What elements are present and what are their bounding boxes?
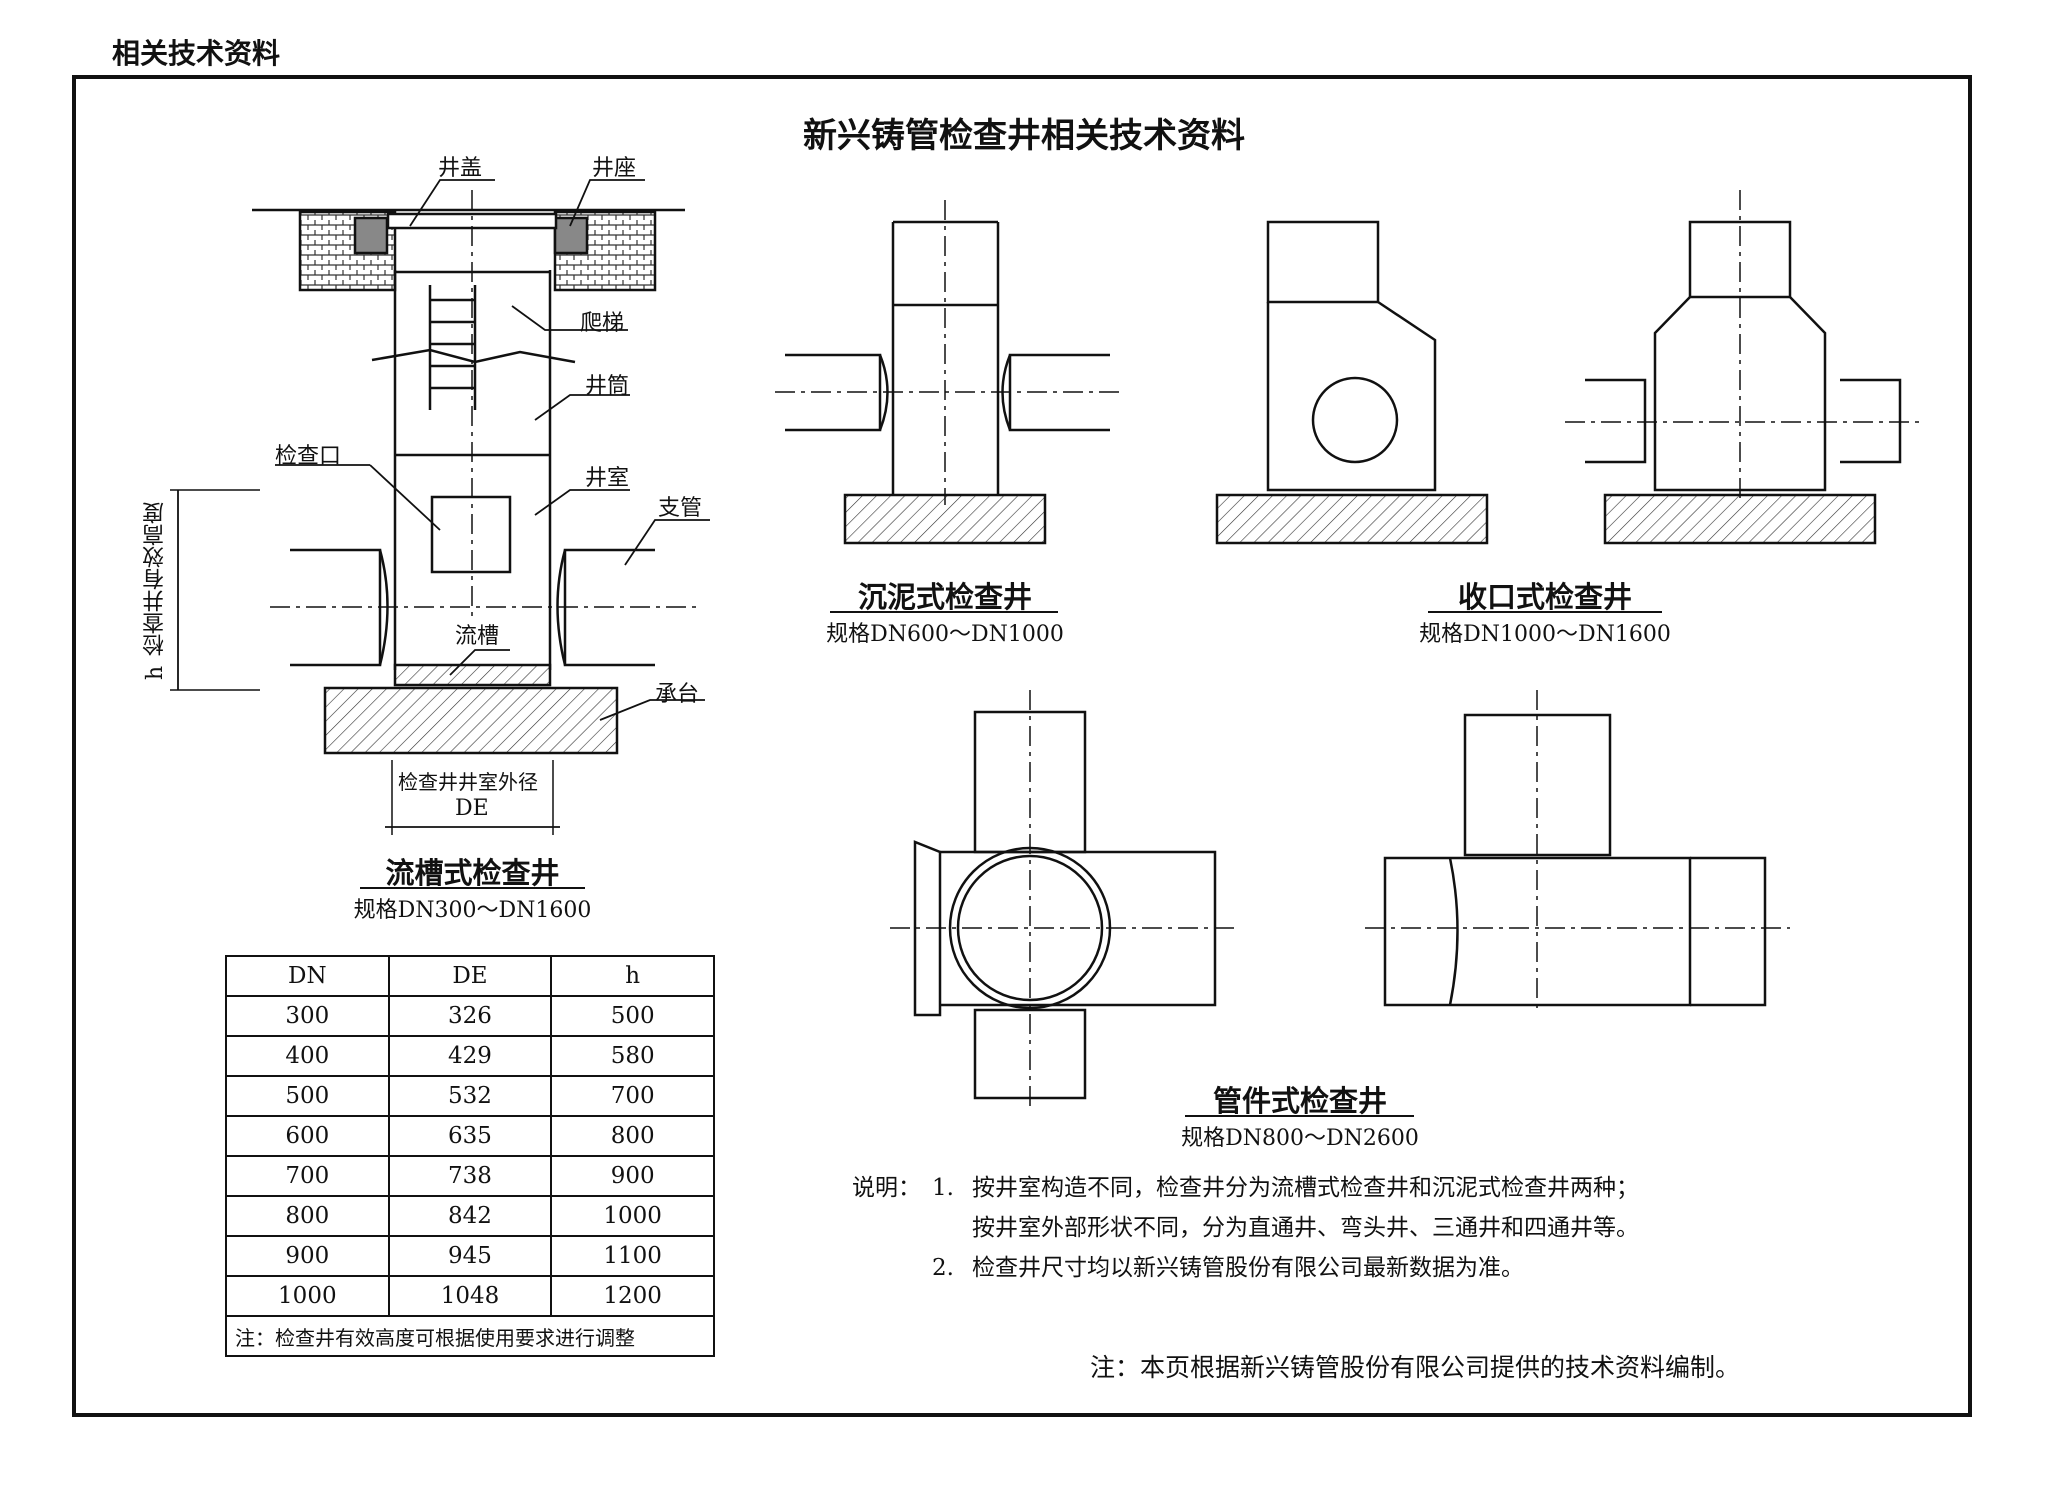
- page-title: 新兴铸管检查井相关技术资料: [803, 116, 1245, 156]
- height-desc: 检查井有效高度: [143, 501, 168, 656]
- cell: 500: [225, 1075, 390, 1117]
- cell: 842: [387, 1195, 553, 1237]
- cell: 700: [550, 1075, 715, 1117]
- spec-sediment: 规格DN600～DN1000: [826, 622, 1064, 647]
- cell: 900: [550, 1155, 715, 1197]
- section-label: 相关技术资料: [112, 37, 281, 70]
- label-branch-pipe: 支管: [658, 496, 703, 521]
- label-cover: 井盖: [438, 156, 483, 181]
- caption-sediment: 沉泥式检查井: [857, 580, 1032, 614]
- label-outer-dia-desc: 检查井井室外径: [398, 770, 538, 794]
- spec-fitting: 规格DN800～DN2600: [1181, 1126, 1419, 1151]
- label-channel: 流槽: [455, 624, 500, 649]
- height-symbol: h: [143, 665, 168, 680]
- cell: 500: [550, 995, 715, 1037]
- cell: 945: [387, 1235, 553, 1277]
- note-2-line-1: 检查井尺寸均以新兴铸管股份有限公司最新数据为准。: [972, 1255, 1524, 1281]
- caption-flow-channel: 流槽式检查井: [385, 856, 560, 890]
- label-chamber: 井室: [585, 466, 630, 491]
- col-dn: DN: [225, 955, 390, 997]
- cell: 1200: [550, 1275, 715, 1317]
- cell: 429: [387, 1035, 553, 1077]
- label-shaft: 井筒: [585, 374, 630, 399]
- cell: 800: [550, 1115, 715, 1157]
- spec-flow-channel: 规格DN300～DN1600: [353, 898, 592, 923]
- cell: 635: [387, 1115, 553, 1157]
- note-1-line-1: 按井室构造不同，检查井分为流槽式检查井和沉泥式检查井两种；: [972, 1175, 1639, 1201]
- label-base: 承台: [655, 682, 700, 707]
- cell: 1000: [550, 1195, 715, 1237]
- label-seat: 井座: [592, 156, 637, 181]
- cell: 1048: [387, 1275, 553, 1317]
- note-2-num: 2.: [932, 1255, 954, 1281]
- note-1-line-2: 按井室外部形状不同，分为直通井、弯头井、三通井和四通井等。: [972, 1215, 1639, 1241]
- cell: 326: [387, 995, 553, 1037]
- fitting-manhole-drawing-a: [890, 690, 1240, 1110]
- footnote: 注：本页根据新兴铸管股份有限公司提供的技术资料编制。: [1090, 1353, 1741, 1382]
- col-de: DE: [387, 955, 553, 997]
- cell: 300: [225, 995, 390, 1037]
- cell: 800: [225, 1195, 390, 1237]
- label-outer-dia-symbol: DE: [455, 796, 489, 821]
- explanation-notes: 说明： 1. 按井室构造不同，检查井分为流槽式检查井和沉泥式检查井两种； 按井室…: [852, 1168, 1639, 1288]
- caption-fitting: 管件式检查井: [1212, 1084, 1387, 1118]
- flow-channel-manhole-drawing: [170, 179, 710, 835]
- caption-reducer: 收口式检查井: [1457, 580, 1632, 614]
- notes-prefix: 说明：: [852, 1175, 921, 1201]
- cell: 700: [225, 1155, 390, 1197]
- cell: 580: [550, 1035, 715, 1077]
- table-header-row: DN DE h: [225, 955, 715, 997]
- table-note: 注：检查井有效高度可根据使用要求进行调整: [225, 1315, 715, 1357]
- cell: 532: [387, 1075, 553, 1117]
- table-note-row: 注：检查井有效高度可根据使用要求进行调整: [225, 1315, 715, 1357]
- col-h: h: [550, 955, 715, 997]
- cell: 900: [225, 1235, 390, 1277]
- reducer-manhole-drawing-a: [1215, 220, 1489, 545]
- spec-reducer: 规格DN1000～DN1600: [1419, 622, 1671, 647]
- label-height: h 检查井有效高度: [140, 500, 200, 680]
- note-1-num: 1.: [932, 1175, 954, 1201]
- cell: 1100: [550, 1235, 715, 1277]
- cell: 400: [225, 1035, 390, 1077]
- label-inspection-port: 检查口: [275, 444, 342, 469]
- reducer-manhole-drawing-b: [1565, 190, 1920, 545]
- drawing-frame: [72, 75, 1972, 1417]
- label-ladder: 爬梯: [580, 311, 625, 336]
- fitting-manhole-drawing-b: [1365, 690, 1790, 1010]
- cell: 600: [225, 1115, 390, 1157]
- cell: 1000: [225, 1275, 390, 1317]
- sediment-manhole-drawing: [775, 200, 1120, 545]
- cell: 738: [387, 1155, 553, 1197]
